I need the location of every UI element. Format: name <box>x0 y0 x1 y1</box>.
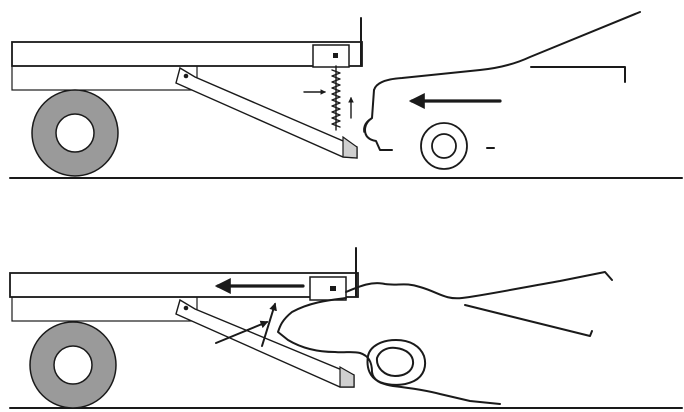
guard-mount-box <box>309 276 347 301</box>
trailer-bed <box>11 41 363 67</box>
trailer-wheel <box>31 89 119 177</box>
underride-guard-arm <box>175 298 355 388</box>
guard-mount-box <box>312 44 350 68</box>
arrow-right-icon <box>215 320 269 344</box>
trailer-lower-body <box>11 296 198 322</box>
spring-icon <box>331 65 341 131</box>
trailer-lower-body <box>11 64 198 91</box>
crushed-car-outline <box>277 271 613 405</box>
panel-before-impact <box>9 11 683 179</box>
panel-after-impact <box>9 247 683 409</box>
trailer-wheel <box>29 321 117 409</box>
car-front-outline <box>363 11 641 170</box>
trailer-bed <box>9 272 359 298</box>
arrow-up-icon <box>261 302 277 347</box>
underride-guard-arm <box>175 66 358 159</box>
